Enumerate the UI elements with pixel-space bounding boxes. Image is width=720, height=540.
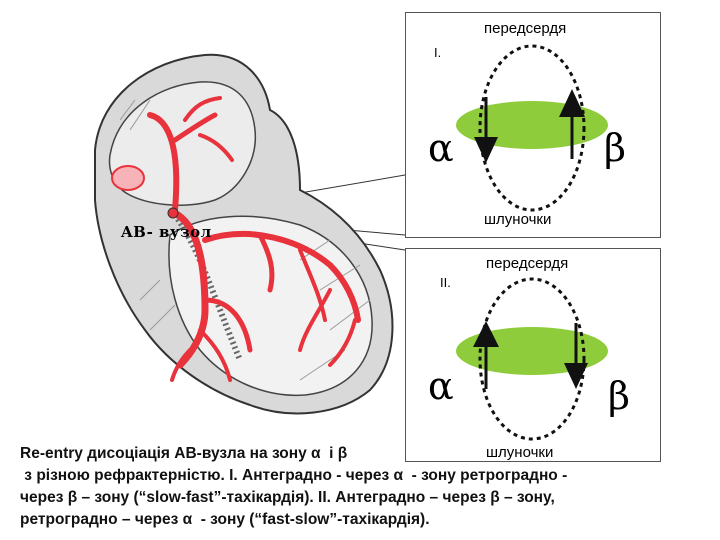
- panel-2-diagram: [456, 277, 608, 441]
- caption-line-4: ретроградно – через α - зону (“fast-slow…: [20, 511, 430, 528]
- beta-label: β: [608, 374, 630, 418]
- septum: [172, 213, 243, 362]
- panel-fast-slow: передсердя II. α β шлуночки: [405, 248, 661, 462]
- beta-arrow-head-up: [559, 89, 585, 117]
- caption-line-2: з різною рефрактерністю. I. Антеградно -…: [20, 467, 568, 484]
- atria-label: передсердя: [484, 20, 567, 37]
- reentry-loop: [478, 277, 586, 441]
- panel-number: II.: [440, 275, 451, 290]
- av-node-label: AB- вузол: [121, 223, 212, 241]
- panel-1-diagram: [456, 44, 608, 212]
- panel-number: I.: [434, 45, 442, 60]
- conduction-system: [147, 96, 361, 382]
- alpha-arrow-head-down: [474, 137, 498, 163]
- sa-node: [111, 165, 145, 191]
- atria-label: передсердя: [486, 255, 569, 272]
- ventricles-label: шлуночки: [484, 211, 552, 228]
- alpha-label: α: [428, 364, 454, 408]
- caption-line-3: через β – зону (“slow-fast”-тахікардія).…: [20, 489, 555, 506]
- ventricles-label: шлуночки: [486, 444, 554, 461]
- av-node: [167, 207, 179, 219]
- alpha-label: α: [428, 126, 454, 170]
- panel-slow-fast: передсердя I. α β шлуночки: [405, 12, 661, 238]
- beta-arrow-head-down: [564, 363, 588, 389]
- beta-label: β: [604, 126, 626, 170]
- reentry-loop: [478, 44, 586, 212]
- alpha-arrow-head-up: [473, 321, 499, 347]
- caption-line-1: Re-entry дисоціація АВ-вузла на зону α і…: [20, 445, 348, 462]
- figure-caption: Re-entry дисоціація АВ-вузла на зону α і…: [20, 443, 710, 531]
